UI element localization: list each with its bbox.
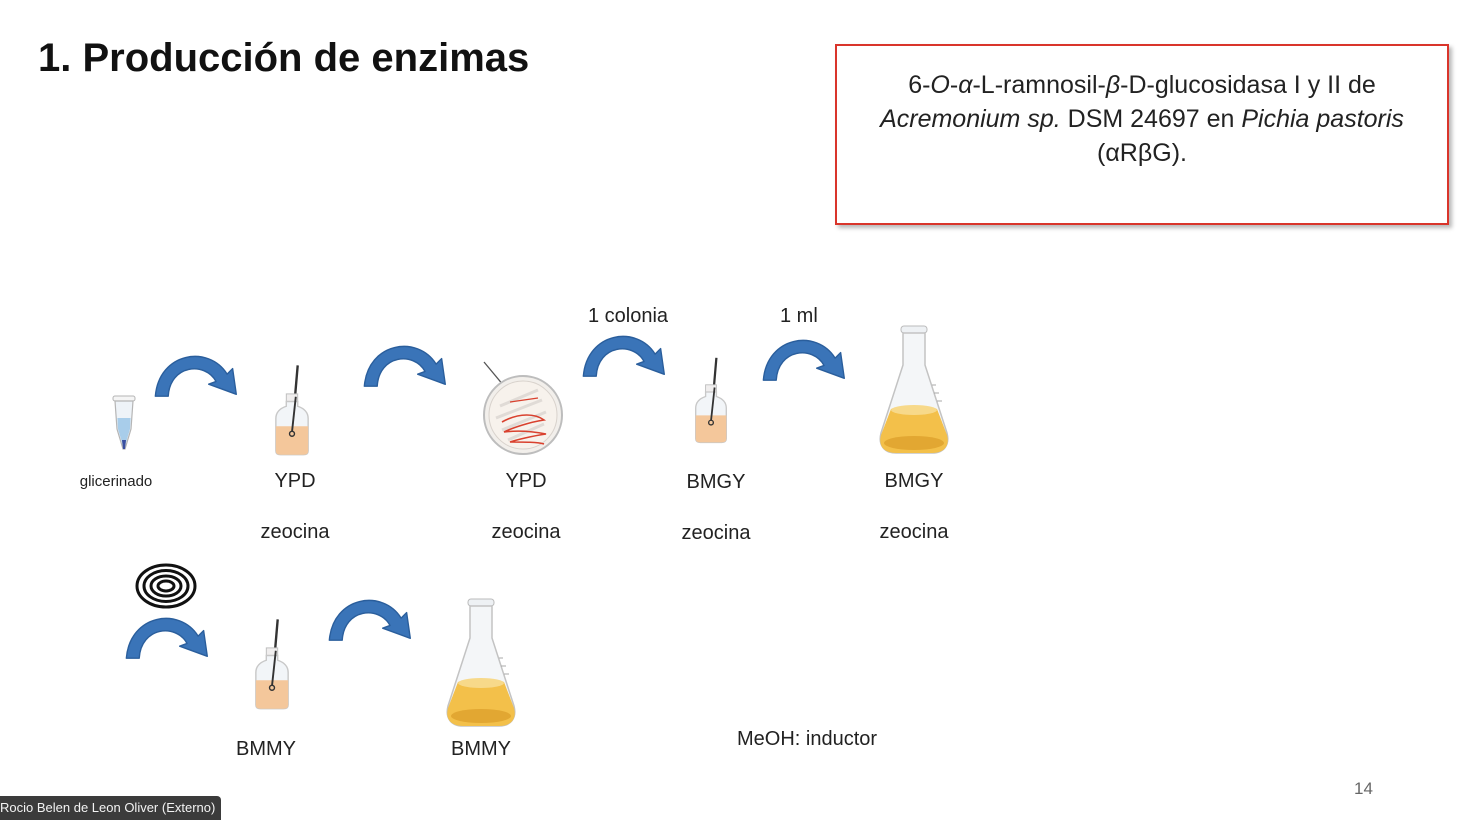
label-tube1-agent: zeocina [260, 521, 330, 543]
enzyme-abbreviation: (αRβG). [1097, 138, 1187, 167]
curved-arrow-icon [125, 617, 208, 659]
eppendorf-tube-icon [112, 395, 136, 450]
label-tube2-agent: zeocina [681, 522, 751, 544]
culture-tube-icon [694, 356, 728, 444]
desc-part: O [930, 70, 950, 99]
step-label-colony: 1 colonia [588, 305, 669, 327]
label-tube3-media: BMMY [236, 738, 296, 760]
curved-arrow-icon [582, 335, 665, 377]
desc-part: -D-glucosidasa I y II de [1120, 70, 1376, 99]
petri-dish-icon [483, 361, 563, 455]
culture-tube-icon [274, 364, 310, 456]
desc-part: α [958, 70, 973, 99]
label-flask2-media: BMMY [451, 738, 511, 760]
label-plate-agent: zeocina [491, 521, 561, 543]
desc-part: DSM 24697 en [1060, 104, 1242, 133]
curved-arrow-icon [154, 355, 237, 397]
curved-arrow-icon [762, 339, 845, 381]
curved-arrow-icon [328, 599, 411, 641]
organism-name: Acremonium sp. [880, 104, 1061, 133]
label-flask1-media: BMGY [884, 470, 944, 492]
enzyme-description: 6-O-α-L-ramnosil-β-D-glucosidasa I y II … [880, 68, 1404, 170]
desc-part: -L-ramnosil- [972, 70, 1106, 99]
shaker-spiral-icon [135, 563, 197, 609]
curved-arrow-icon [363, 345, 446, 387]
step-label-volume: 1 ml [780, 305, 818, 327]
enzyme-info-box: 6-O-α-L-ramnosil-β-D-glucosidasa I y II … [835, 44, 1449, 225]
desc-part: β [1105, 70, 1121, 99]
label-tube1-media: YPD [274, 470, 316, 492]
presenter-name-tag: Rocio Belen de Leon Oliver (Externo) [0, 796, 222, 820]
host-organism-name: Pichia pastoris [1241, 104, 1404, 133]
erlenmeyer-flask-icon [879, 325, 949, 454]
culture-tube-icon [254, 618, 290, 710]
slide-title: 1. Producción de enzimas [38, 36, 530, 80]
desc-part: - [949, 70, 959, 99]
erlenmeyer-flask-icon [446, 598, 516, 727]
page-number: 14 [1354, 779, 1373, 798]
inducer-note: MeOH: inductor [737, 728, 878, 750]
desc-part: 6- [908, 70, 931, 99]
label-plate-media: YPD [505, 470, 547, 492]
label-flask1-agent: zeocina [879, 521, 949, 543]
label-tube2-media: BMGY [686, 471, 746, 493]
label-glycerol-stock: glicerinado [79, 473, 153, 490]
